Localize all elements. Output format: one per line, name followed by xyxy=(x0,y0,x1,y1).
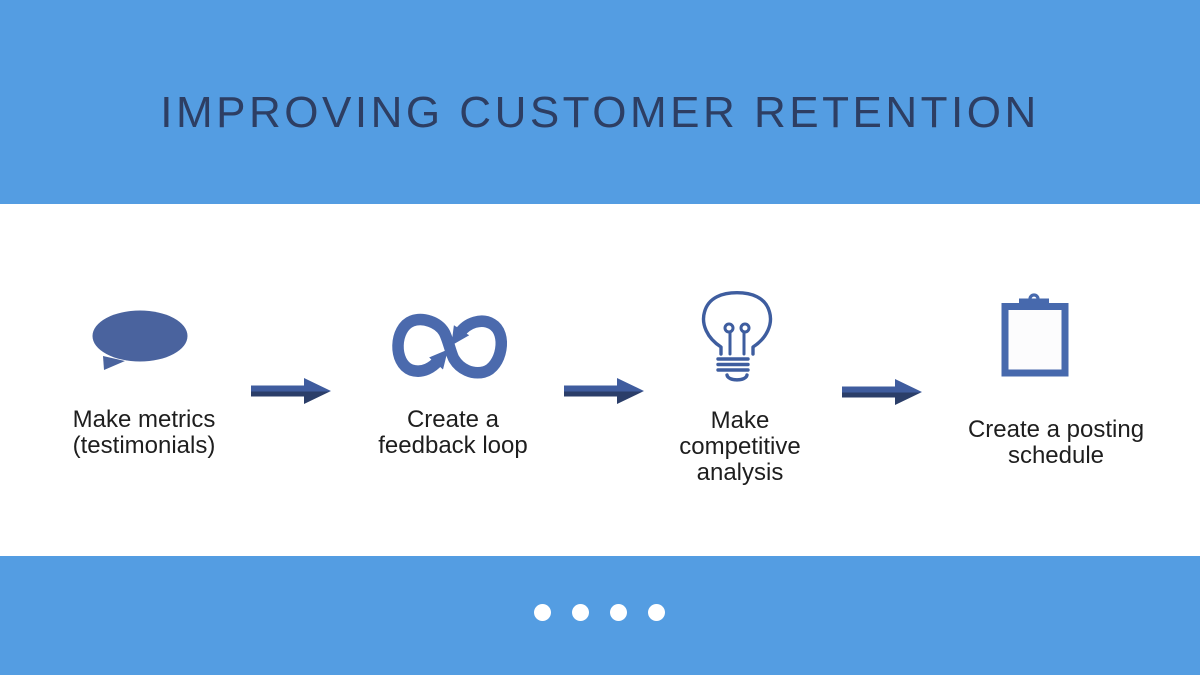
flow-arrow-icon xyxy=(842,378,922,406)
pagination-dot[interactable] xyxy=(610,604,627,621)
step-label-posting-schedule: Create a posting schedule xyxy=(946,417,1166,469)
pagination-dot[interactable] xyxy=(572,604,589,621)
header-band: IMPROVING CUSTOMER RETENTION xyxy=(0,0,1200,204)
lightbulb-icon xyxy=(699,291,775,391)
step-label-line: competitive xyxy=(679,433,801,460)
footer-band xyxy=(0,556,1200,675)
pagination-dots xyxy=(534,604,665,621)
slide-title: IMPROVING CUSTOMER RETENTION xyxy=(160,88,1040,137)
speech-bubble-icon xyxy=(90,310,190,372)
step-label-line: Create a posting xyxy=(967,416,1145,443)
step-label-line: Create a xyxy=(406,406,500,433)
step-label-make-metrics: Make metrics (testimonials) xyxy=(44,407,244,459)
step-label-line: schedule xyxy=(1007,442,1105,469)
step-label-line: feedback loop xyxy=(378,432,528,459)
clipboard-icon xyxy=(1000,293,1070,379)
pagination-dot[interactable] xyxy=(534,604,551,621)
step-label-line: analysis xyxy=(696,459,784,486)
step-label-competitive-analysis: Make competitive analysis xyxy=(640,408,840,486)
step-label-line: Make metrics xyxy=(72,406,216,433)
feedback-loop-icon xyxy=(390,313,508,379)
flow-arrow-icon xyxy=(564,377,644,405)
flow-arrow-icon xyxy=(251,377,331,405)
pagination-dot[interactable] xyxy=(648,604,665,621)
step-label-line: Make xyxy=(710,407,770,434)
step-label-feedback-loop: Create a feedback loop xyxy=(353,407,553,459)
step-label-line: (testimonials) xyxy=(72,432,216,459)
